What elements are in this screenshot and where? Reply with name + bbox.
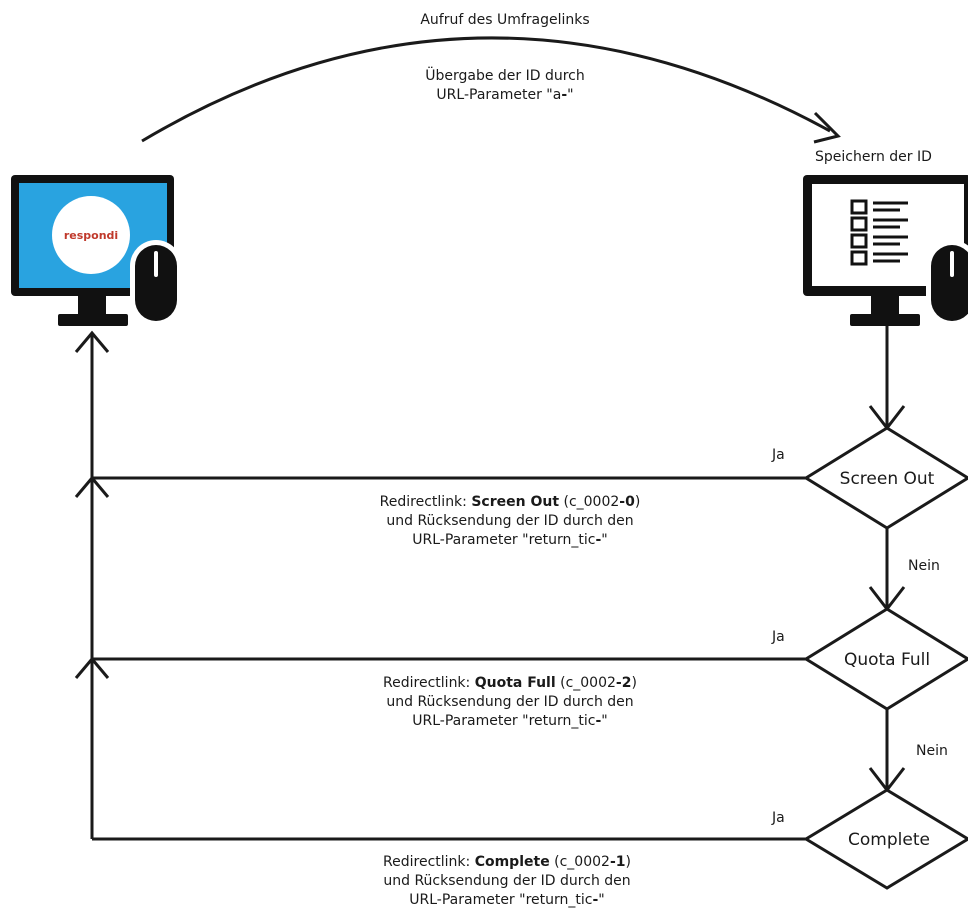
redirect-quota-full-text: Redirectlink: Quota Full (c_0002-2) und … <box>383 675 637 729</box>
yes-label-complete: Ja <box>771 810 785 826</box>
arrowhead-return-quota-full <box>74 656 110 679</box>
save-id-label: Speichern der ID <box>815 149 932 165</box>
decision-complete <box>803 788 968 890</box>
respondi-logo-text: respondi <box>64 229 118 242</box>
respondent-computer-icon <box>11 175 182 326</box>
arrowhead-return-screen-out <box>74 475 110 498</box>
checklist-icon <box>850 199 908 266</box>
left-mouse-icon <box>135 245 177 321</box>
yes-label-screen-out: Ja <box>771 447 785 463</box>
redirect-screen-out-text: Redirectlink: Screen Out (c_0002-0) und … <box>379 494 641 548</box>
redirect-complete-text: Redirectlink: Complete (c_0002-1) und Rü… <box>383 854 631 908</box>
no-label-screen-out: Nein <box>908 558 940 574</box>
survey-call-arc <box>141 36 831 143</box>
arrowhead-return-computer <box>74 330 110 353</box>
no-label-quota-full: Nein <box>916 743 948 759</box>
decision-quota-full <box>803 607 968 711</box>
decision-screen-out-label: Screen Out <box>840 469 935 489</box>
survey-computer-icon <box>803 175 968 326</box>
decision-complete-label: Complete <box>848 830 930 850</box>
right-mouse-icon <box>931 245 968 321</box>
yes-label-quota-full: Ja <box>771 629 785 645</box>
id-pass-label: Übergabe der ID durch URL-Parameter "a-" <box>305 67 705 105</box>
survey-call-arrowhead <box>813 111 841 144</box>
decision-screen-out <box>803 426 968 530</box>
id-pass-line1: Übergabe der ID durch <box>425 68 585 84</box>
id-pass-line2: URL-Parameter "a-" <box>436 87 574 103</box>
respondi-logo-circle <box>52 196 130 274</box>
survey-call-label: Aufruf des Umfragelinks <box>420 12 590 28</box>
decision-quota-full-label: Quota Full <box>844 650 930 670</box>
